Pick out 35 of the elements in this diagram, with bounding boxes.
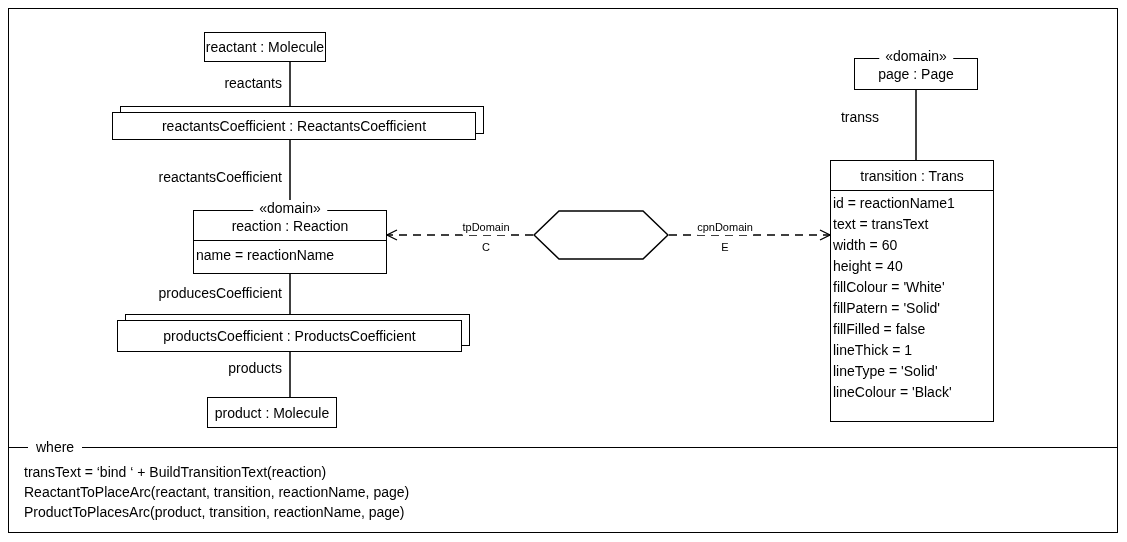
attribute-text: width = 60 <box>832 236 899 255</box>
stereotype-label: «domain» <box>879 48 953 64</box>
attribute-text: lineType = 'Solid' <box>832 362 939 381</box>
connector <box>915 89 917 161</box>
connector <box>289 351 291 398</box>
connector <box>668 229 831 241</box>
attribute-text: lineThick = 1 <box>832 341 913 360</box>
object-box <box>830 160 994 422</box>
connector <box>386 229 534 241</box>
object-set-box: reactantsCoefficient : ReactantsCoefficient <box>112 112 476 140</box>
edge-label: cpnDomain <box>697 220 753 235</box>
stereotype-label: «domain» <box>253 200 327 216</box>
attribute-text: height = 40 <box>832 257 904 276</box>
edge-label: transs <box>840 110 880 125</box>
attribute-text: id = reactionName1 <box>832 194 956 213</box>
object-name: reaction : Reaction <box>231 217 349 234</box>
attribute-text: fillFilled = false <box>832 320 927 339</box>
constraint-text: ProductToPlacesArc(product, transition, reactionName, page) <box>24 503 406 522</box>
object-box: reactant : Molecule <box>204 32 326 62</box>
constraint-text: transText = ‘bind ‘ + BuildTransitionText(reaction) <box>24 463 328 482</box>
edge-label: reactantsCoefficient <box>158 170 282 185</box>
attribute-text: lineColour = 'Black' <box>832 383 953 402</box>
attribute-text: text = transText <box>832 215 930 234</box>
edge-label: tpDomain <box>462 220 510 235</box>
edge-label: reactants <box>224 76 282 91</box>
object-box: product : Molecule <box>207 397 337 428</box>
attribute-text: fillPatern = 'Solid' <box>832 299 941 318</box>
object-name: page : Page <box>878 66 954 82</box>
attribute-text: fillColour = 'White' <box>832 278 946 297</box>
attribute-text: name = reactionName <box>195 246 336 265</box>
object-set-box: productsCoefficient : ProductsCoefficient <box>117 320 462 352</box>
edge-label: producesCoefficient <box>158 286 282 301</box>
edge-label: products <box>228 361 282 376</box>
constraint-text: ReactantToPlaceArc(reactant, transition, reactionName, page) <box>24 483 410 502</box>
object-name: transition : Trans <box>860 167 964 184</box>
